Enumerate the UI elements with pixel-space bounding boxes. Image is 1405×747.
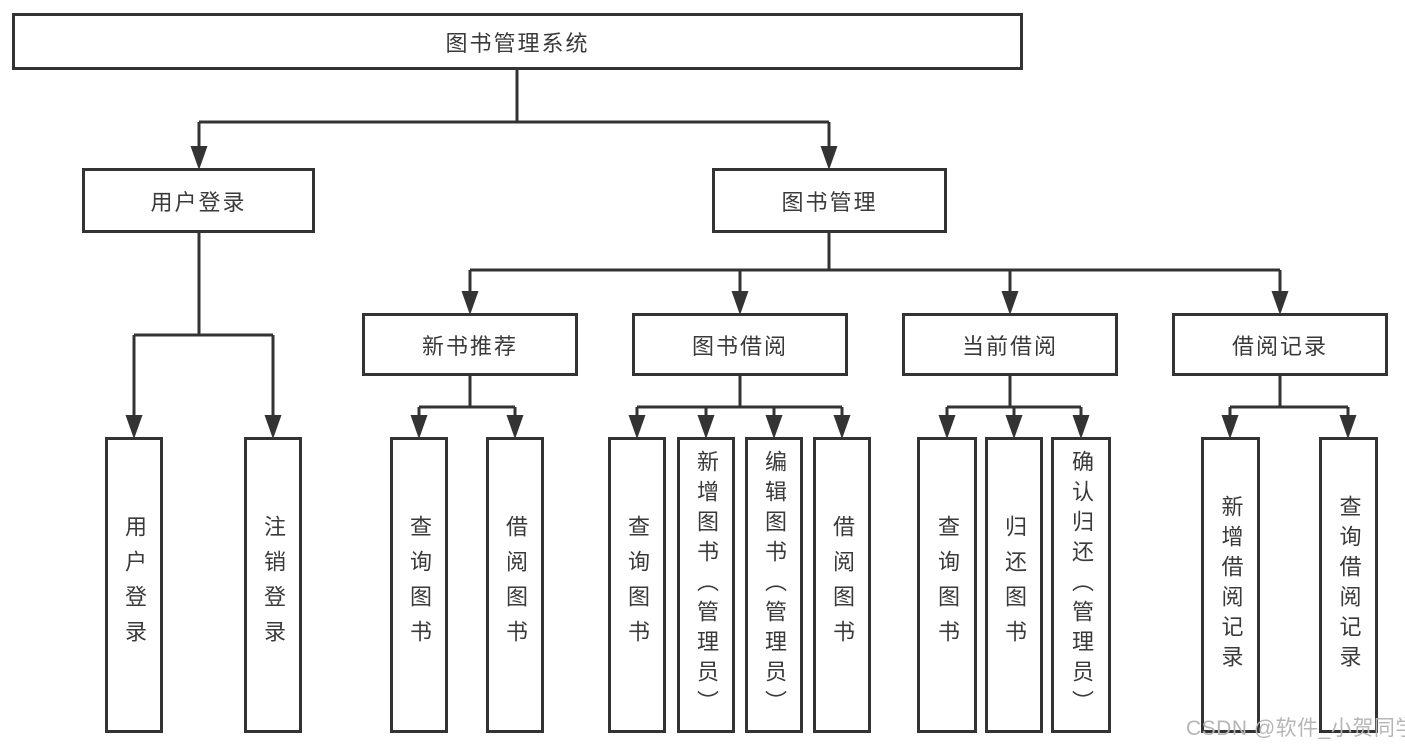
node-label: 新增图书（管理员） [694,450,719,720]
node-label: 注销登录 [261,515,286,655]
node-library-management-system: 图书管理系统 [12,13,1023,70]
node-label: 确认归还（管理员） [1069,450,1094,720]
node-book-borrow: 图书借阅 [632,313,848,376]
leaf-query-book-3: 查询图书 [917,437,977,733]
node-label: 新增借阅记录 [1218,495,1244,675]
node-label: 归还图书 [1002,515,1027,655]
connector-book-management-fork [461,233,1289,315]
node-new-book-recommend: 新书推荐 [362,313,578,376]
node-label: 借阅记录 [1231,333,1328,359]
leaf-logout: 注销登录 [244,437,302,733]
node-label: 借阅图书 [503,515,528,655]
node-label: 查询图书 [625,515,650,655]
node-label: 查询图书 [407,515,432,655]
node-label: 图书管理系统 [445,30,590,56]
connector-root-to-level2 [190,70,838,170]
node-label: 编辑图书（管理员） [762,450,787,720]
connector-new-book-fork [410,376,524,439]
leaf-add-book-admin: 新增图书（管理员） [677,437,735,733]
connector-borrow-record-fork [1221,376,1357,439]
node-book-management-group: 图书管理 [712,168,947,233]
leaf-add-borrow-record: 新增借阅记录 [1201,437,1260,733]
node-label: 借阅图书 [830,515,855,655]
connector-user-login-fork [125,233,282,439]
leaf-edit-book-admin: 编辑图书（管理员） [745,437,803,733]
leaf-borrow-book-2: 借阅图书 [813,437,871,733]
node-borrow-record: 借阅记录 [1172,313,1388,376]
node-label: 查询借阅记录 [1336,495,1362,675]
leaf-query-book-1: 查询图书 [390,437,448,733]
node-label: 查询图书 [935,515,960,655]
leaf-user-login: 用户登录 [105,437,163,733]
connector-current-borrow-fork [938,376,1090,439]
leaf-borrow-book-1: 借阅图书 [486,437,544,733]
watermark: CSDN @软件_小贺同学 [1186,717,1405,740]
node-user-login-group: 用户登录 [82,168,315,233]
connector-book-borrow-fork [628,376,851,439]
node-current-borrow: 当前借阅 [902,313,1118,376]
leaf-query-borrow-record: 查询借阅记录 [1319,437,1378,733]
node-label: 图书管理 [781,189,878,215]
node-label: 图书借阅 [691,333,788,359]
node-label: 用户登录 [150,189,247,215]
node-label: 新书推荐 [421,333,518,359]
leaf-query-book-2: 查询图书 [608,437,666,733]
leaf-return-book: 归还图书 [985,437,1043,733]
leaf-confirm-return-admin: 确认归还（管理员） [1051,437,1111,733]
node-label: 用户登录 [122,515,147,655]
node-label: 当前借阅 [961,333,1058,359]
